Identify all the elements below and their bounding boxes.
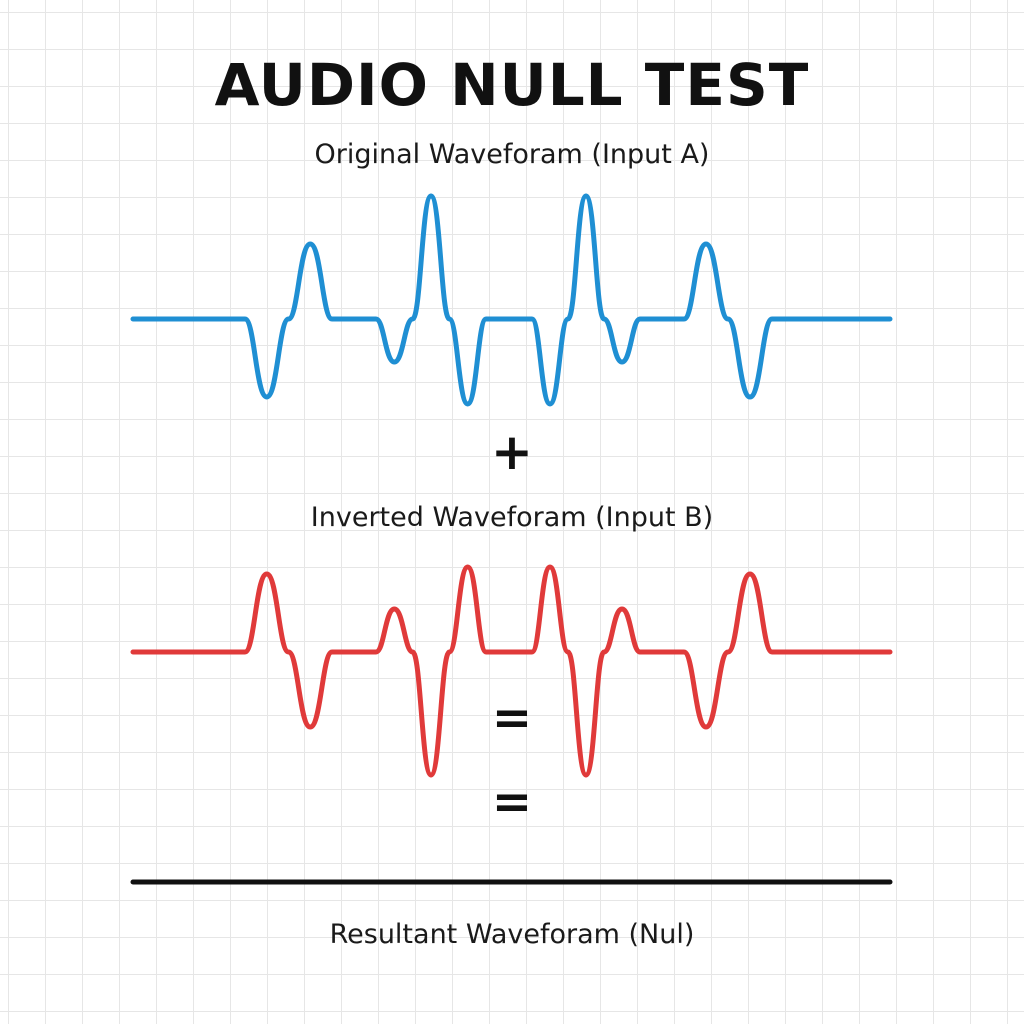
resultant-waveform-label: Resultant Waveforam (Nul) <box>329 919 695 950</box>
plus-operator: + <box>491 423 533 481</box>
inverted-waveform-label: Inverted Waveforam (Input B) <box>310 502 714 533</box>
original-waveform <box>130 193 893 407</box>
original-waveform-label: Original Waveforam (Input A) <box>314 139 710 170</box>
page-title: AUDIO NULL TEST <box>214 51 810 119</box>
equals-operator: = <box>491 690 533 746</box>
equals-operator-secondary: = <box>491 774 533 830</box>
inverted-waveform <box>130 564 893 778</box>
